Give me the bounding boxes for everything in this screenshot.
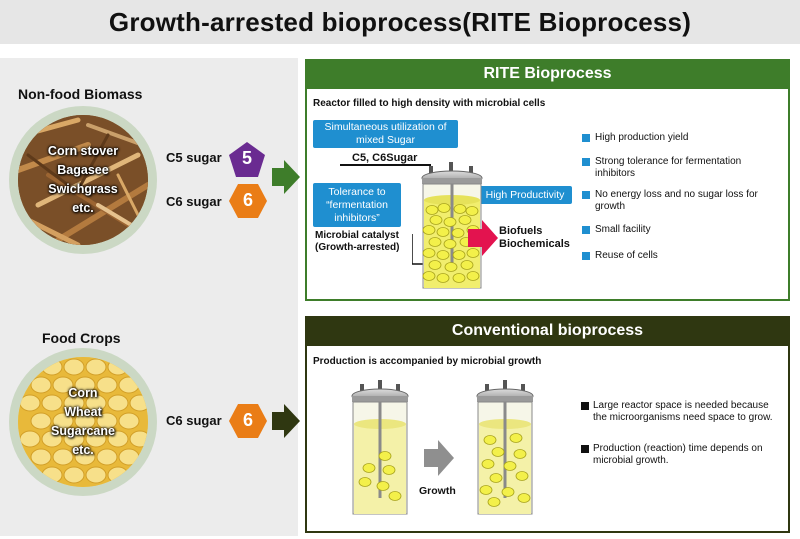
biomass-list: Corn stover Bagasee Swichgrass etc. <box>48 142 118 218</box>
c6-sugar-label: C6 sugar <box>166 194 222 209</box>
products-label: Biofuels Biochemicals <box>499 225 570 251</box>
black-square-bullet-icon <box>581 402 589 410</box>
rite-bullet: No energy loss and no sugar loss for gro… <box>582 189 778 213</box>
blue-square-bullet-icon <box>582 158 590 166</box>
rite-panel-header: RITE Bioprocess <box>305 59 790 89</box>
c6-hexagon-icon <box>229 184 267 218</box>
crop-item: Corn <box>68 386 98 400</box>
conventional-panel-header: Conventional bioprocess <box>305 316 790 346</box>
product-arrow-icon <box>468 220 498 256</box>
crop-item: Sugarcane <box>51 424 115 438</box>
conventional-subheading: Production is accompanied by microbial g… <box>313 356 542 367</box>
rite-bullet-text: Reuse of cells <box>595 250 658 261</box>
biomass-item: etc. <box>72 201 94 215</box>
blue-square-bullet-icon <box>582 191 590 199</box>
c6-number: 6 <box>242 190 253 210</box>
corn-image: Corn Wheat Sugarcane etc. <box>18 357 148 487</box>
page-title: Growth-arrested bioprocess(RITE Bioproce… <box>0 0 800 44</box>
crop-list: Corn Wheat Sugarcane etc. <box>51 384 115 460</box>
rite-bullet-text: High production yield <box>595 132 689 143</box>
microbial-catalyst-label: Microbial catalyst (Growth-arrested) <box>315 230 400 253</box>
product-item: Biochemicals <box>499 238 570 250</box>
nonfood-biomass-label: Non-food Biomass <box>18 86 143 102</box>
product-item: Biofuels <box>499 225 543 237</box>
crop-item: Wheat <box>64 405 102 419</box>
blue-square-bullet-icon <box>582 226 590 234</box>
blue-square-bullet-icon <box>582 134 590 142</box>
food-c6-sugar-label: C6 sugar <box>166 413 222 428</box>
high-productivity-box: High Productivity <box>478 186 572 204</box>
tolerance-box: Tolerance to “fermentation inhibitors” <box>313 183 401 227</box>
reactor-before-growth <box>351 380 409 515</box>
c5-number: 5 <box>241 148 252 168</box>
c5-pentagon-icon <box>229 142 265 177</box>
rite-bullet: High production yield <box>582 132 778 144</box>
growth-label: Growth <box>419 485 456 497</box>
food-c6-number: 6 <box>242 410 253 430</box>
biomass-item: Corn stover <box>47 144 119 158</box>
arrow-right-dark-icon <box>272 404 300 438</box>
biomass-image: Corn stover Bagasee Swichgrass etc. <box>18 115 148 245</box>
rite-bullet-text: Strong tolerance for fermentation inhibi… <box>595 156 742 179</box>
rite-bioprocess-panel <box>305 59 790 301</box>
conv-bullet: Large reactor space is needed because th… <box>581 400 781 424</box>
conv-bullet-text: Production (reaction) time depends on mi… <box>593 443 763 466</box>
rite-bullet: Small facility <box>582 224 778 236</box>
rite-bullet: Reuse of cells <box>582 250 778 262</box>
conv-bullet: Production (reaction) time depends on mi… <box>581 443 781 467</box>
blue-square-bullet-icon <box>582 252 590 260</box>
c5-c6-sugar-label: C5, C6Sugar <box>352 152 418 164</box>
rite-bullet-text: Small facility <box>595 224 651 235</box>
mixed-sugar-box: Simultaneous utilization of mixed Sugar <box>313 120 458 148</box>
food-c6-hexagon-icon <box>229 404 267 438</box>
rite-bullet: Strong tolerance for fermentation inhibi… <box>582 156 778 180</box>
rite-bullet-text: No energy loss and no sugar loss for gro… <box>595 189 758 212</box>
crop-item: etc. <box>72 443 94 457</box>
biomass-item: Bagasee <box>57 163 109 177</box>
black-square-bullet-icon <box>581 445 589 453</box>
food-crops-label: Food Crops <box>42 330 121 346</box>
biomass-item: Swichgrass <box>48 182 118 196</box>
c5-sugar-label: C5 sugar <box>166 150 222 165</box>
rite-subheading: Reactor filled to high density with micr… <box>313 98 546 109</box>
food-crops-circle: Corn Wheat Sugarcane etc. <box>9 348 157 496</box>
nonfood-biomass-circle: Corn stover Bagasee Swichgrass etc. <box>9 106 157 254</box>
reactor-after-growth <box>476 380 534 515</box>
conv-bullet-text: Large reactor space is needed because th… <box>593 400 773 423</box>
growth-arrow-icon <box>424 440 454 476</box>
arrow-right-green-icon <box>272 160 300 194</box>
